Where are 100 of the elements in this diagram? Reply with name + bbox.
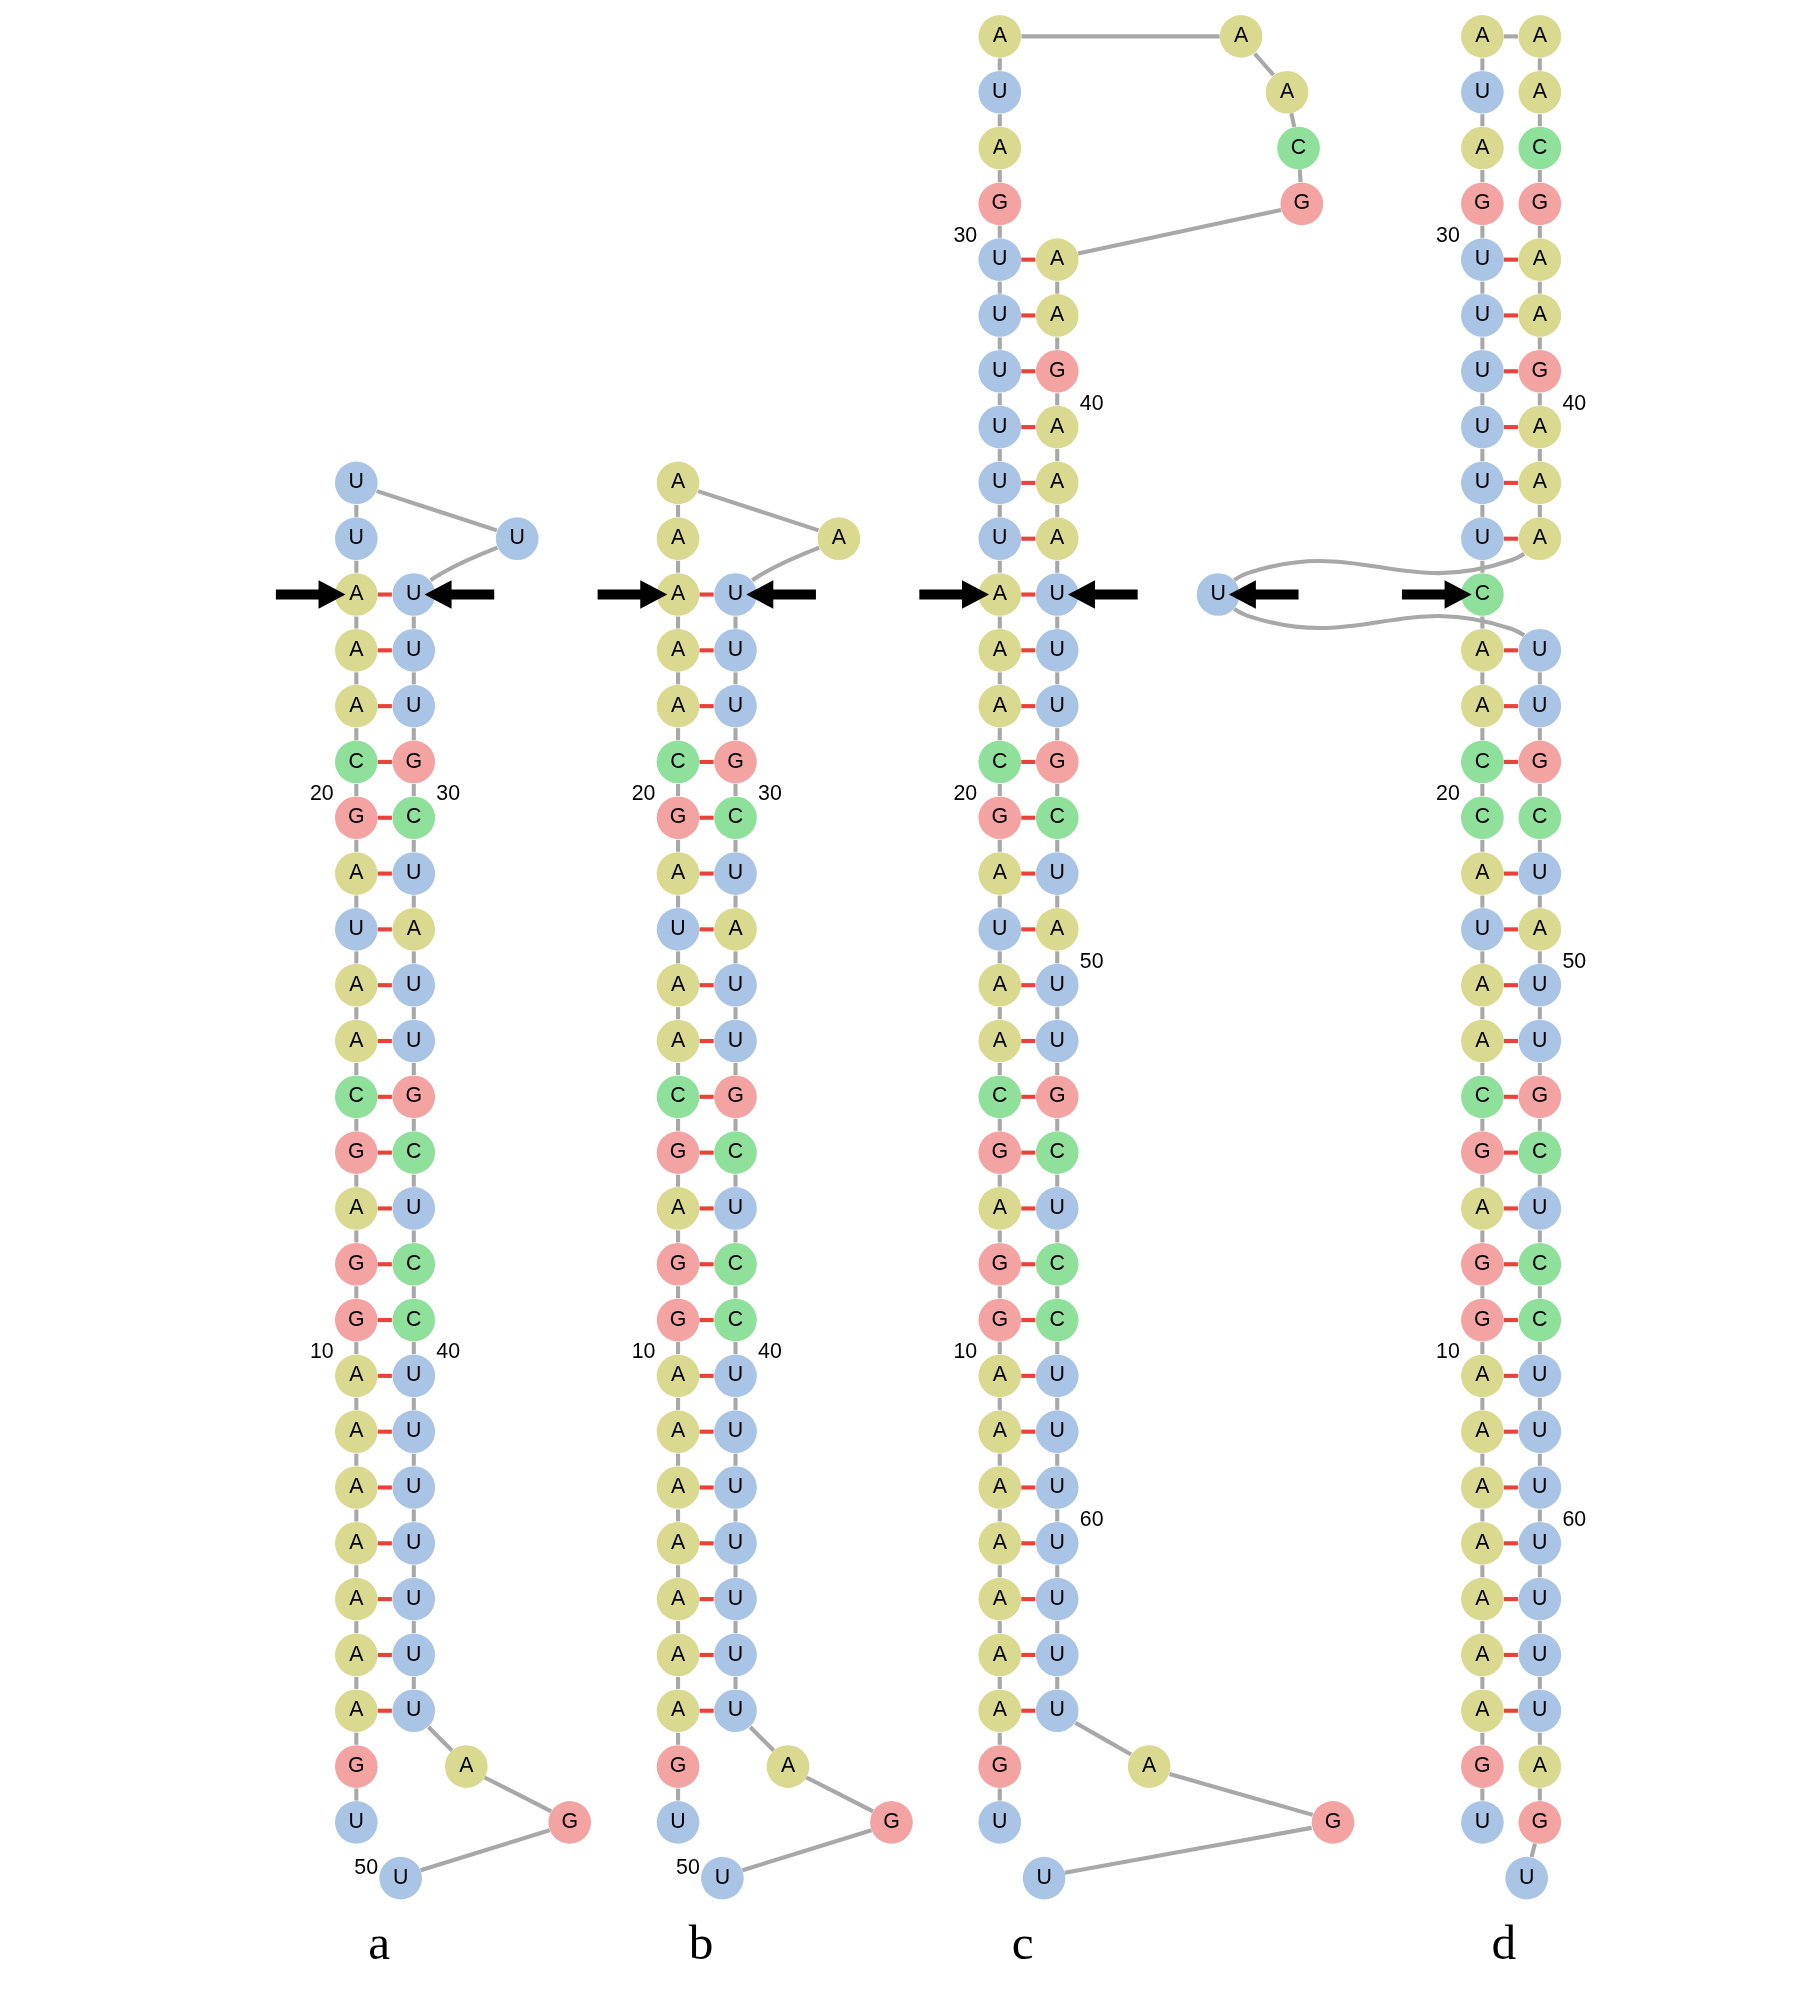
node-circle: A — [1035, 294, 1079, 337]
node-circle: C — [1035, 1242, 1079, 1286]
node-circle: U — [1518, 1689, 1562, 1733]
connector — [1021, 480, 1036, 485]
connector — [997, 1676, 1002, 1689]
connector — [354, 1174, 359, 1187]
connector — [1537, 337, 1542, 350]
node-circle: A — [1518, 405, 1562, 449]
connector — [699, 1541, 714, 1546]
connector — [354, 1397, 359, 1410]
connector — [1480, 1063, 1485, 1075]
node-circle: G — [870, 1801, 913, 1844]
connector — [1537, 951, 1542, 964]
connector — [377, 1708, 392, 1713]
connector — [997, 1453, 1002, 1466]
connector — [733, 1174, 738, 1187]
node-label: 60 — [1079, 1506, 1104, 1531]
connector — [377, 871, 392, 876]
connector — [1055, 1230, 1060, 1243]
connector — [733, 1453, 738, 1466]
connector — [699, 1373, 714, 1378]
arrow — [1068, 580, 1138, 609]
connector — [411, 1286, 416, 1299]
connector — [1480, 951, 1485, 964]
node-circle: G — [978, 796, 1022, 840]
node-circle: G — [335, 796, 378, 840]
connector — [1233, 551, 1526, 582]
node-circle: U — [701, 1856, 744, 1900]
node-circle: U — [379, 1856, 422, 1900]
node-circle: U — [1518, 1521, 1562, 1565]
node-circle: U — [392, 963, 436, 1007]
node-circle: U — [392, 1187, 436, 1230]
node-circle: U — [714, 1689, 757, 1733]
connector — [751, 545, 820, 582]
node-circle: A — [978, 963, 1022, 1007]
node-circle: G — [1518, 1801, 1562, 1844]
node-circle: A — [1035, 908, 1079, 951]
node-circle: C — [335, 1075, 378, 1119]
connector — [1055, 1397, 1060, 1410]
node-circle: U — [1035, 1354, 1079, 1398]
node-circle: G — [392, 740, 436, 784]
connector — [1021, 1652, 1036, 1657]
connector — [1055, 560, 1060, 573]
connector — [1021, 759, 1036, 764]
connector — [1503, 1541, 1518, 1546]
node-circle: A — [656, 1187, 700, 1230]
node-label: 20 — [1436, 781, 1460, 806]
connector — [1055, 449, 1060, 462]
node-circle: U — [1035, 1410, 1079, 1453]
connector — [1021, 871, 1036, 876]
connector — [1077, 207, 1282, 256]
node-circle: U — [335, 461, 378, 505]
node-circle: U — [1518, 1633, 1562, 1677]
connector — [1055, 1676, 1060, 1689]
connector — [676, 1621, 681, 1634]
node-circle: A — [335, 684, 378, 728]
node-circle: G — [335, 1298, 378, 1342]
node-circle: G — [548, 1801, 592, 1844]
node-circle: A — [817, 517, 861, 561]
connector — [1021, 425, 1036, 430]
node-circle: U — [1518, 1187, 1562, 1230]
connector — [354, 1565, 359, 1578]
node-circle: A — [1461, 126, 1504, 170]
connector — [997, 337, 1002, 350]
node-circle: U — [1035, 1521, 1079, 1565]
node-circle: C — [1035, 1131, 1079, 1174]
node-circle: U — [1035, 573, 1079, 616]
arrow — [424, 580, 495, 609]
node-circle: C — [714, 1131, 757, 1174]
connector — [699, 1094, 714, 1099]
connector — [1021, 815, 1036, 820]
node-circle: U — [335, 1801, 378, 1844]
node-circle: A — [335, 1633, 378, 1677]
connector — [377, 1485, 392, 1490]
connector — [1503, 927, 1518, 932]
connector — [354, 728, 359, 741]
connector — [1055, 1509, 1060, 1522]
arrow — [746, 580, 816, 609]
connector — [1503, 1038, 1518, 1044]
node-circle: A — [1461, 852, 1504, 895]
connector — [1537, 114, 1542, 127]
connector — [1055, 783, 1060, 796]
connector — [733, 672, 738, 685]
connector — [997, 1063, 1002, 1075]
node-circle: G — [335, 1242, 378, 1286]
connector — [699, 871, 714, 876]
connector — [1480, 449, 1485, 462]
connector — [1537, 504, 1542, 517]
node-label: 20 — [953, 781, 978, 806]
node-circle: U — [714, 1019, 757, 1063]
connector — [1503, 1318, 1518, 1323]
connector — [997, 1397, 1002, 1410]
connector — [354, 1286, 359, 1299]
connector — [676, 783, 681, 796]
node-circle: A — [656, 1354, 700, 1398]
connector — [420, 1828, 551, 1873]
node-circle: C — [714, 1298, 757, 1342]
node-circle: A — [1461, 1019, 1504, 1063]
connector — [375, 489, 498, 533]
connector — [1074, 1720, 1132, 1757]
